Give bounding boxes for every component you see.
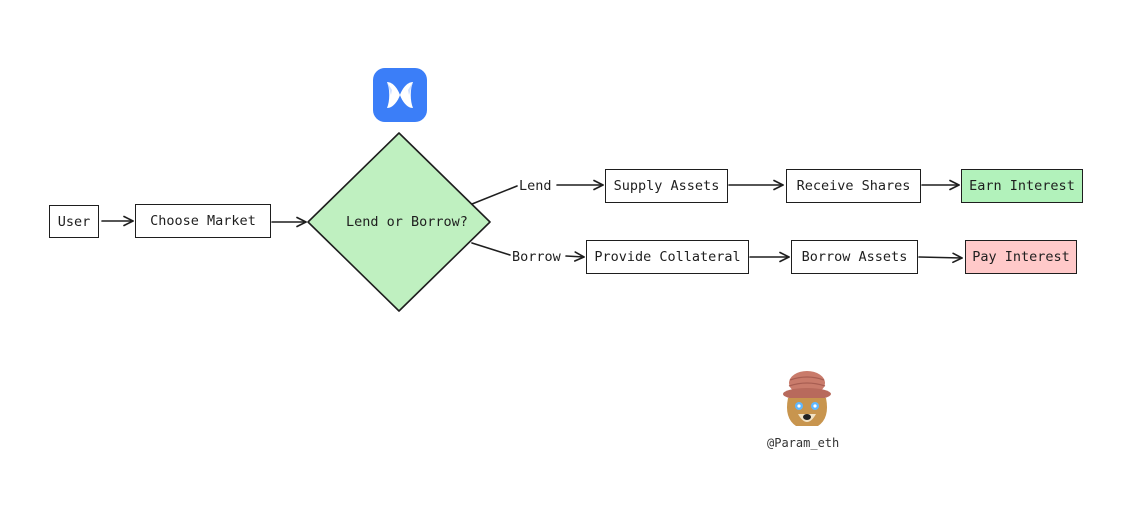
- node-borrow-assets: Borrow Assets: [791, 240, 918, 274]
- node-pay-interest-label: Pay Interest: [972, 249, 1070, 265]
- node-receive-shares-label: Receive Shares: [796, 178, 911, 194]
- arrow-borrow-to-provide-collateral: [565, 251, 585, 262]
- edge-label-borrow: Borrow: [512, 248, 561, 266]
- node-choose-market-label: Choose Market: [150, 213, 256, 229]
- line-decision-to-borrow: [471, 242, 511, 256]
- arrow-borrow-assets-to-pay-interest: [918, 252, 963, 264]
- node-user: User: [49, 205, 99, 238]
- decision-label: Lend or Borrow?: [346, 214, 468, 230]
- dog-with-hat-avatar: [778, 370, 836, 430]
- node-user-label: User: [57, 213, 91, 230]
- node-borrow-assets-label: Borrow Assets: [801, 249, 908, 265]
- edge-label-lend: Lend: [519, 177, 552, 195]
- node-pay-interest: Pay Interest: [965, 240, 1077, 274]
- node-earn-interest-label: Earn Interest: [969, 178, 1075, 194]
- line-decision-to-lend: [471, 185, 518, 205]
- node-receive-shares: Receive Shares: [786, 169, 921, 203]
- node-earn-interest: Earn Interest: [961, 169, 1083, 203]
- butterfly-logo: [373, 68, 427, 122]
- node-choose-market: Choose Market: [135, 204, 271, 238]
- butterfly-icon: [387, 82, 413, 108]
- decision-diamond: [307, 132, 491, 312]
- node-provide-collateral-label: Provide Collateral: [594, 249, 741, 265]
- node-supply-assets: Supply Assets: [605, 169, 728, 203]
- node-supply-assets-label: Supply Assets: [613, 178, 720, 194]
- author-handle: @Param_eth: [767, 436, 840, 450]
- node-provide-collateral: Provide Collateral: [586, 240, 749, 274]
